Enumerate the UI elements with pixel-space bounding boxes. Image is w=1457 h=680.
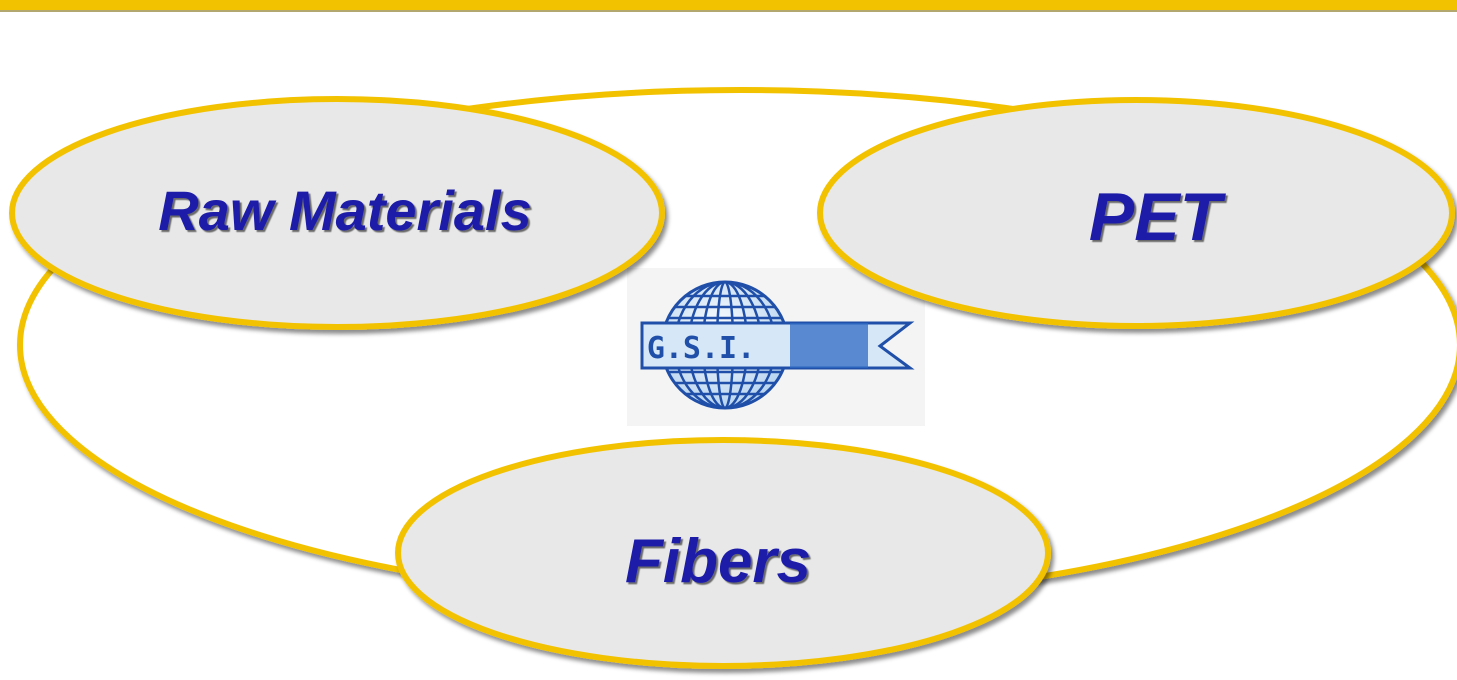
- node-pet-shape: [817, 97, 1455, 329]
- node-fibers-label: Fibers: [625, 527, 811, 596]
- node-fibers[interactable]: Fibers: [395, 437, 1051, 669]
- logo-text: G.S.I.: [647, 331, 755, 366]
- node-pet[interactable]: PET: [817, 97, 1455, 329]
- node-raw-materials-label: Raw Materials: [158, 179, 532, 242]
- ribbon-accent: [790, 323, 868, 368]
- gsi-logo: G.S.I.: [627, 268, 925, 426]
- top-bar: [0, 0, 1457, 10]
- node-fibers-shape: [395, 437, 1051, 669]
- node-pet-label: PET: [1089, 179, 1227, 255]
- node-raw-materials-shape: [9, 96, 665, 330]
- node-raw-materials[interactable]: Raw Materials: [9, 96, 665, 330]
